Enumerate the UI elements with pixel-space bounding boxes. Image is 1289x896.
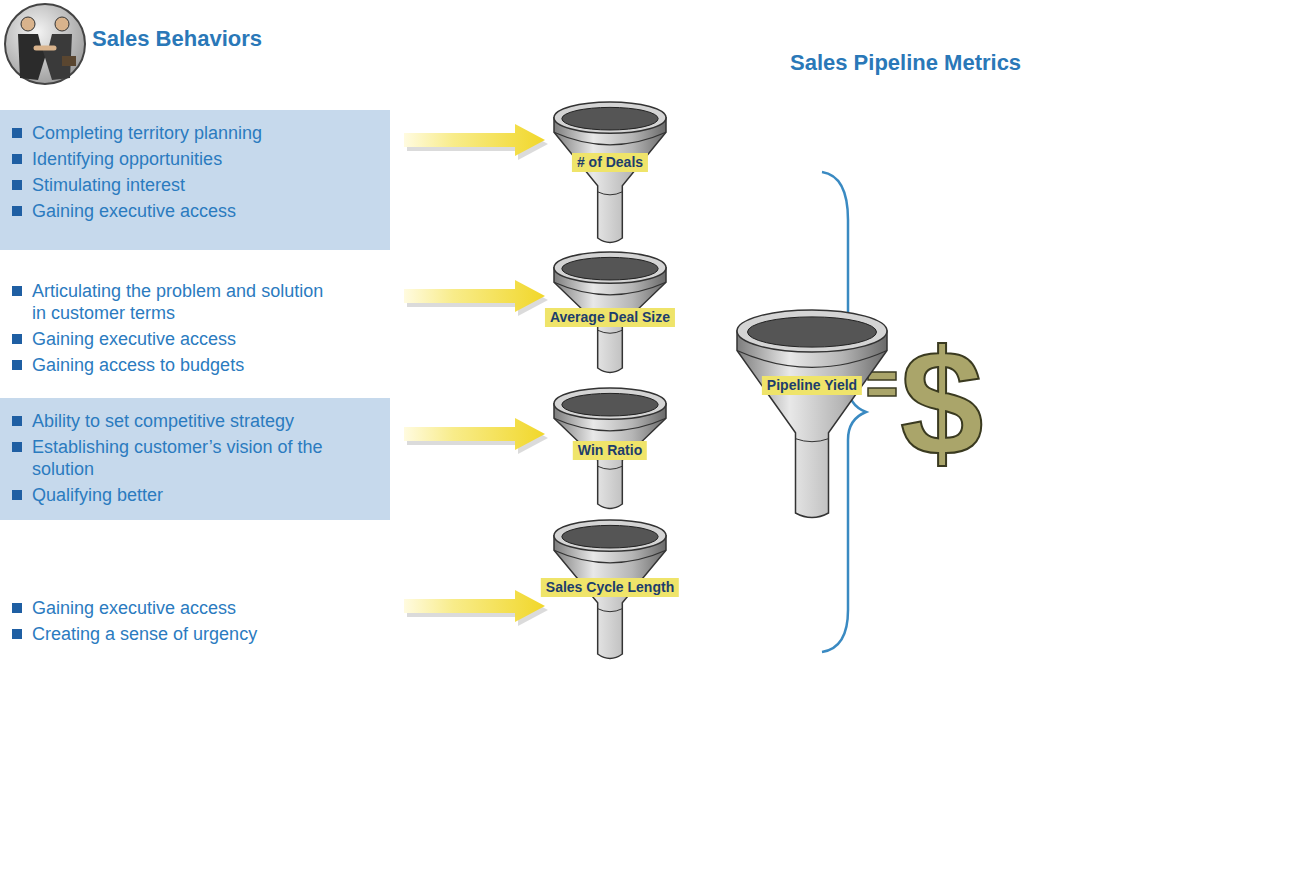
behavior-text: Gaining executive access: [32, 329, 236, 349]
pipeline-funnel: Sales Cycle Length: [545, 518, 675, 664]
behavior-group: Gaining executive accessCreating a sense…: [0, 585, 390, 647]
funnel-label: Sales Cycle Length: [541, 578, 679, 597]
behavior-item: Gaining executive access: [32, 597, 342, 619]
bullet-square: [12, 629, 22, 639]
behavior-text: Qualifying better: [32, 485, 163, 505]
behavior-item: Gaining executive access: [32, 328, 342, 350]
bullet-square: [12, 416, 22, 426]
bullet-square: [12, 286, 22, 296]
bullet-square: [12, 180, 22, 190]
bullet-square: [12, 360, 22, 370]
yellow-arrow: [404, 280, 548, 316]
behavior-item: Gaining access to budgets: [32, 354, 342, 376]
behavior-text: Gaining executive access: [32, 201, 236, 221]
funnel-figure: [545, 100, 675, 248]
bullet-square: [12, 603, 22, 613]
behavior-item: Completing territory planning: [32, 122, 342, 144]
equals-sign: [868, 372, 896, 396]
funnel-label: Win Ratio: [573, 441, 647, 460]
bullet-square: [12, 442, 22, 452]
dollar-sign: $: [900, 328, 983, 478]
handshake-icon: [5, 4, 85, 84]
behavior-item: Qualifying better: [32, 484, 342, 506]
bullet-square: [12, 154, 22, 164]
behavior-group: Completing territory planningIdentifying…: [0, 110, 390, 250]
funnel-figure: [727, 308, 897, 523]
behavior-item: Establishing customer’s vision of the so…: [32, 436, 342, 480]
behavior-text: Gaining access to budgets: [32, 355, 244, 375]
behavior-item: Identifying opportunities: [32, 148, 342, 170]
bullet-square: [12, 490, 22, 500]
pipeline-funnel: Pipeline Yield: [727, 308, 897, 523]
behavior-text: Ability to set competitive strategy: [32, 411, 294, 431]
yellow-arrow: [404, 590, 548, 626]
yellow-arrow: [404, 124, 548, 160]
funnel-label: Pipeline Yield: [762, 376, 862, 395]
section-heading: Sales Behaviors: [92, 26, 262, 52]
behavior-item: Gaining executive access: [32, 200, 342, 222]
behavior-group: Articulating the problem and solution in…: [0, 268, 390, 380]
bullet-square: [12, 206, 22, 216]
behavior-item: Articulating the problem and solution in…: [32, 280, 342, 324]
behavior-item: Creating a sense of urgency: [32, 623, 342, 645]
behavior-text: Gaining executive access: [32, 598, 236, 618]
bullet-square: [12, 128, 22, 138]
funnel-label: # of Deals: [572, 153, 648, 172]
pipeline-funnel: Average Deal Size: [545, 250, 675, 378]
pipeline-funnel: # of Deals: [545, 100, 675, 248]
funnel-label: Average Deal Size: [545, 308, 675, 327]
behavior-text: Creating a sense of urgency: [32, 624, 257, 644]
behavior-item: Ability to set competitive strategy: [32, 410, 342, 432]
bullet-square: [12, 334, 22, 344]
behavior-group: Ability to set competitive strategyEstab…: [0, 398, 390, 520]
behavior-item: Stimulating interest: [32, 174, 342, 196]
pipeline-funnel: Win Ratio: [545, 386, 675, 514]
behavior-text: Completing territory planning: [32, 123, 262, 143]
behavior-text: Stimulating interest: [32, 175, 185, 195]
section-heading: Sales Pipeline Metrics: [790, 50, 1021, 76]
behavior-text: Articulating the problem and solution in…: [32, 281, 323, 323]
behavior-text: Identifying opportunities: [32, 149, 222, 169]
behavior-text: Establishing customer’s vision of the so…: [32, 437, 322, 479]
yellow-arrow: [404, 418, 548, 454]
